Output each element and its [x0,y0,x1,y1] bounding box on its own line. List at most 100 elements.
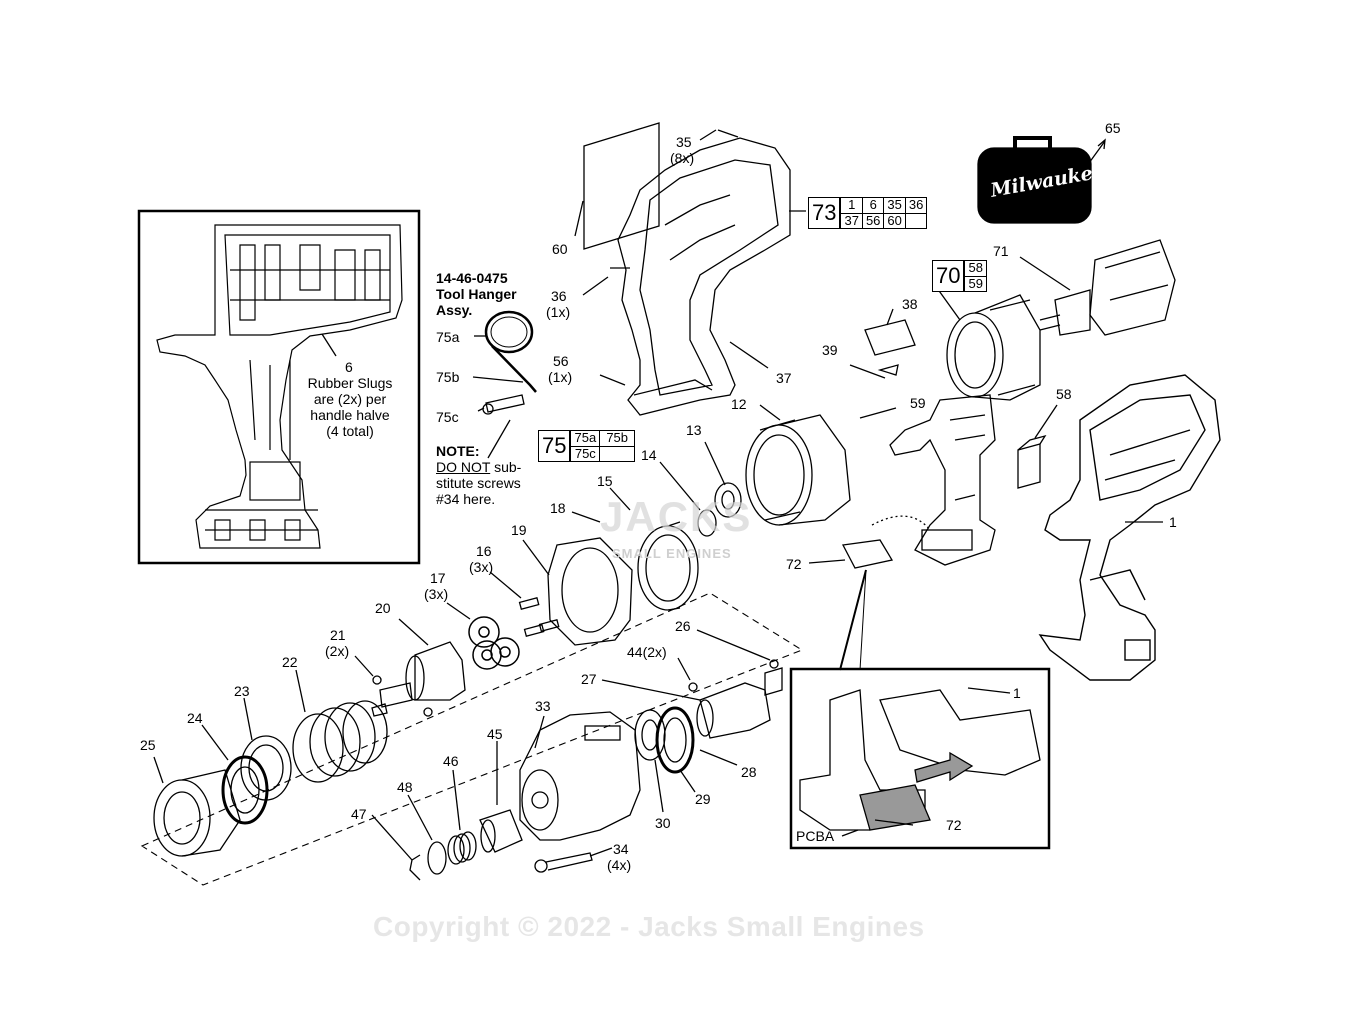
case-body [977,147,1092,224]
pcba-label: PCBA [796,828,835,844]
callout-44: 44(2x) [627,644,667,660]
callout-56: 56 [553,353,569,369]
handle-half-drawing [156,224,403,549]
callout-34: 34 [613,841,629,857]
callout-71: 71 [993,243,1009,259]
washer-13 [714,482,742,518]
callout-75b: 75b [436,369,460,385]
stator-drawing [946,294,1041,401]
planet-gears-drawing [468,616,520,670]
gear-case-drawing [519,711,641,841]
callout-30: 30 [655,815,671,831]
callout-60: 60 [552,241,568,257]
callout-37: 37 [776,370,792,386]
callout-48: 48 [397,779,413,795]
callout-75c: 75c [436,409,459,425]
callout-23: 23 [234,683,250,699]
washer-30 [634,709,666,761]
callout-34-qty: (4x) [607,857,632,873]
callout-65: 65 [1105,120,1121,136]
callout-13: 13 [686,422,702,438]
inset-frame [137,209,421,565]
callout-19: 19 [511,522,527,538]
note-line-3: #34 here. [436,491,496,507]
callout-36-qty: (1x) [546,304,571,320]
spring-drawing [292,700,388,783]
callout-45: 45 [487,726,503,742]
callout-72: 72 [786,556,802,572]
callout-33: 33 [535,698,551,714]
note-line-2: stitute screws [436,475,521,491]
pcba-inset-drawing [799,689,1041,831]
callout-17: 17 [430,570,446,586]
pcba-inset-frame [789,667,1051,850]
note-line-1: DO NOT sub- [436,459,522,475]
callout-1: 1 [1169,514,1177,530]
callout-29: 29 [695,791,711,807]
callout-35: 35 [676,134,692,150]
callout-56-qty: (1x) [548,369,573,385]
note-heading: NOTE: [436,443,480,459]
callout-15: 15 [597,473,613,489]
screw-34-drawing [534,852,593,873]
callout-26: 26 [675,618,691,634]
tool-hanger-title-2: Assy. [436,302,473,318]
callout-58: 58 [1056,386,1072,402]
ring-48 [427,841,447,875]
label-card-drawing [583,122,660,250]
bearing-14 [697,509,717,537]
callout-21-qty: (2x) [325,643,350,659]
callout-47: 47 [351,806,367,822]
electronics-drawing [889,394,996,566]
callout-28: 28 [741,764,757,780]
callout-20: 20 [375,600,391,616]
housing-half-drawing [617,137,791,416]
callout-38: 38 [902,296,918,312]
motor-housing-drawing [1038,374,1221,681]
callout-1-inset: 1 [1013,685,1021,701]
connector-72-drawing [841,539,894,569]
tool-hanger-part-number: 14-46-0475 [436,270,508,286]
carrier-drawing [371,641,466,717]
callout-46: 46 [443,753,459,769]
callout-27: 27 [581,671,597,687]
gasket-drawing [547,537,633,646]
callout-18: 18 [550,500,566,516]
switch-drawing [864,319,916,356]
watermark-sub: SMALL ENGINES [612,546,732,561]
assembly-box [140,592,804,886]
callout-22: 22 [282,654,298,670]
rubber-slugs-note: Rubber Slugs are (2x) per handle halve (… [307,375,393,439]
callout-16: 16 [476,543,492,559]
callout-12: 12 [731,396,747,412]
callout-25: 25 [140,737,156,753]
case-handle [1013,136,1052,150]
copyright: Copyright © 2022 - Jacks Small Engines [373,911,925,942]
callout-14: 14 [641,447,657,463]
anvil-drawing [696,667,783,739]
ring-gear-drawing [637,521,699,611]
callout-59: 59 [910,395,926,411]
armature-drawing [1039,239,1176,336]
callout-72-inset: 72 [946,817,962,833]
callout-24: 24 [187,710,203,726]
spring-46 [453,833,471,863]
callout-36: 36 [551,288,567,304]
clip-47 [409,854,421,881]
hammer-drawing [153,769,241,857]
block-drawing [1017,443,1041,489]
callout-21: 21 [330,627,346,643]
tool-hanger-title: Tool Hanger [436,286,517,302]
callout-17-qty: (3x) [424,586,449,602]
gear-housing-drawing [745,414,851,526]
callout-75a: 75a [436,329,460,345]
bushing-drawing [479,809,523,853]
callout-16-qty: (3x) [469,559,494,575]
callout-39: 39 [822,342,838,358]
pins-drawing [518,596,560,637]
